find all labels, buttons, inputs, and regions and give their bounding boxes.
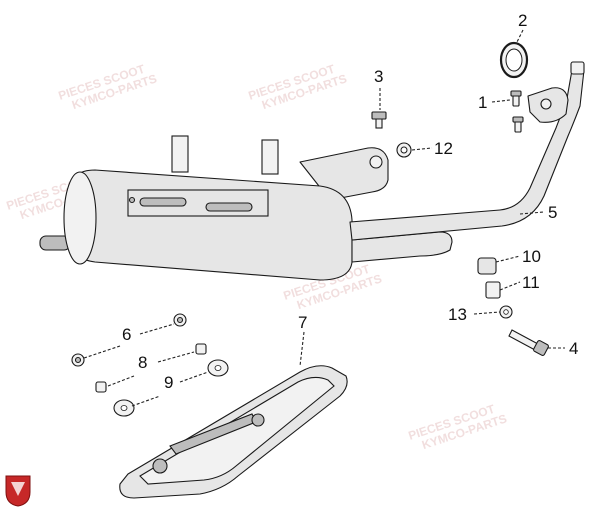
exhaust-gasket xyxy=(499,41,529,79)
screw-6-head xyxy=(176,316,184,324)
bracket-hole xyxy=(369,155,383,169)
muffler-end-cap xyxy=(63,171,97,265)
leader-11 xyxy=(499,281,521,291)
leader-7 xyxy=(299,331,305,367)
callout-10: 10 xyxy=(522,247,541,266)
muffler-inlet-stub xyxy=(171,135,189,173)
shield-logo-icon xyxy=(5,475,31,507)
leader-2 xyxy=(515,29,524,45)
heat-shield-cover xyxy=(119,365,348,499)
screw-6-head xyxy=(74,356,82,364)
callout-7: 7 xyxy=(298,313,307,332)
mount-hardware xyxy=(499,305,549,356)
nut-inner xyxy=(400,146,408,154)
bolt-4-head xyxy=(533,340,549,356)
flange-hole xyxy=(540,98,552,110)
callout-2: 2 xyxy=(518,11,527,30)
callout-11: 11 xyxy=(522,273,540,292)
leader-6b xyxy=(83,345,121,359)
muffler-inlet-stub xyxy=(261,139,279,175)
leader-9 xyxy=(179,371,209,383)
heat-shield-boss xyxy=(152,458,168,474)
heat-shield-boss xyxy=(251,413,265,427)
heat-shield-plate xyxy=(127,189,269,217)
bushing-10 xyxy=(477,257,497,275)
leader-5 xyxy=(519,211,545,215)
gasket-ring-inner xyxy=(505,48,523,72)
shield-fasteners xyxy=(71,313,229,417)
rivet xyxy=(128,196,136,204)
collar-8 xyxy=(195,343,207,355)
callout-4: 4 xyxy=(569,339,578,358)
leader-lines xyxy=(83,29,565,407)
callout-3: 3 xyxy=(374,67,383,86)
leader-6 xyxy=(139,323,175,335)
washer-9-hole xyxy=(214,365,222,371)
collar-11 xyxy=(485,281,501,299)
collar-8 xyxy=(95,381,107,393)
callout-13: 13 xyxy=(448,305,467,324)
rubber-bushing xyxy=(477,257,501,299)
callout-6: 6 xyxy=(122,325,131,344)
heat-vent-slot xyxy=(205,202,253,212)
flange-nut xyxy=(396,142,412,158)
callout-labels: 1 2 3 4 5 6 7 8 9 10 11 12 13 xyxy=(122,11,578,392)
leader-13 xyxy=(473,311,501,315)
muffler-lower-bracket xyxy=(351,231,453,263)
flange-bolt xyxy=(371,111,387,129)
bolt-head xyxy=(371,111,387,120)
washer-13-hole xyxy=(503,309,509,315)
leader-9b xyxy=(131,395,161,407)
leader-8 xyxy=(157,351,195,363)
pipe-end-outlet xyxy=(570,61,585,75)
callout-1: 1 xyxy=(478,93,487,112)
callout-12: 12 xyxy=(434,139,453,158)
callout-9: 9 xyxy=(164,373,173,392)
bolt-4-shank xyxy=(508,329,539,351)
callout-8: 8 xyxy=(138,353,147,372)
leader-12 xyxy=(411,147,433,151)
leader-1 xyxy=(491,99,511,103)
heat-shield-inner xyxy=(139,376,335,485)
leader-10 xyxy=(495,255,521,263)
washer-9-hole xyxy=(120,405,128,411)
heat-vent-slot xyxy=(139,197,187,207)
callout-5: 5 xyxy=(548,203,557,222)
muffler-assembly xyxy=(39,135,453,281)
stud-bolt-head xyxy=(510,90,522,97)
stud-bolts xyxy=(510,90,524,133)
exhaust-pipe xyxy=(349,61,585,241)
stud-bolt-head xyxy=(512,116,524,123)
muffler-body xyxy=(65,169,353,281)
leader-8b xyxy=(107,375,135,387)
